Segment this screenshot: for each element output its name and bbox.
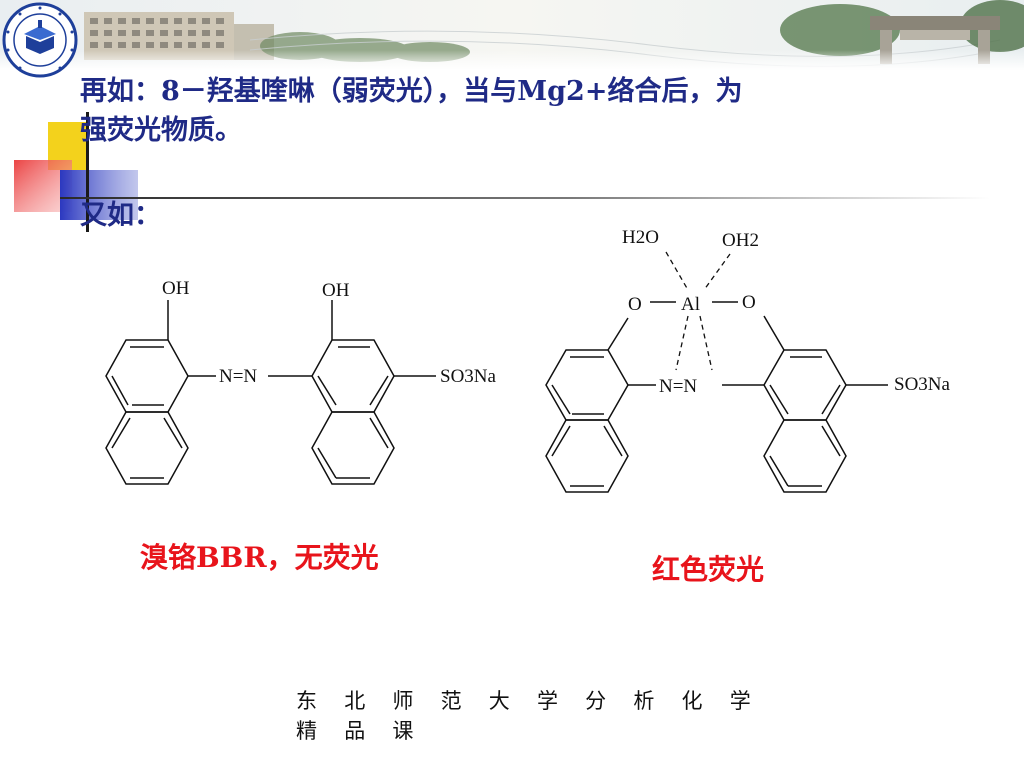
label-oh-2: OH: [322, 280, 350, 301]
title-line-1: 再如：8－羟基喹啉（弱荧光），当与Mg2+络合后，为: [80, 76, 743, 107]
label-al: Al: [681, 294, 700, 315]
label-o-left: O: [628, 294, 642, 315]
university-seal-icon: [2, 2, 78, 78]
lead-text: 又如：: [80, 200, 161, 231]
footer-line-2: 精品课: [296, 716, 796, 746]
label-azo-left: N=N: [219, 366, 257, 387]
footer-line-1: 东北师范大学分析化学: [296, 686, 796, 716]
label-azo-right: N=N: [659, 376, 697, 397]
label-oh2: OH2: [722, 230, 759, 251]
label-oh-1: OH: [162, 278, 190, 299]
footer-char: 品: [344, 719, 366, 743]
label-h2o: H2O: [622, 227, 659, 248]
label-so3na-right: SO3Na: [894, 374, 951, 395]
footer: 东 北 师 范 大 学 分 析 化 学 精 品 课: [296, 686, 796, 746]
decorative-squares: [14, 112, 138, 232]
footer-char: 范: [440, 689, 462, 713]
footer-char: 分: [585, 689, 607, 713]
ring-right-b-lower: [763, 419, 847, 493]
divider-line: [60, 197, 990, 199]
building-left: [84, 12, 274, 60]
footer-char: 师: [392, 689, 414, 713]
label-so3na-left: SO3Na: [440, 366, 497, 387]
footer-char: 大: [488, 689, 510, 713]
chemical-structures: OH OH N=N SO3Na H2O OH2 O Al O N=N SO3Na: [105, 227, 951, 493]
footer-char: 学: [729, 689, 751, 713]
caption-right: 红色荧光: [652, 553, 765, 586]
coordination-bonds: [665, 251, 731, 371]
footer-char: 学: [536, 689, 558, 713]
header-banner: [0, 0, 1024, 70]
ring-right-a-lower: [545, 419, 629, 493]
campus-gate: [780, 0, 1024, 64]
footer-char: 化: [681, 689, 703, 713]
slide-title: 再如：8－羟基喹啉（弱荧光），当与Mg2+络合后，为 强荧光物质。: [80, 72, 940, 150]
label-o-right: O: [742, 292, 756, 313]
footer-char: 课: [392, 719, 414, 743]
ring-right-b-upper: [763, 349, 847, 421]
footer-char: 北: [344, 689, 366, 713]
title-line-2: 强荧光物质。: [80, 115, 242, 146]
ring-mid-upper: [311, 339, 395, 413]
caption-left: 溴铬BBR，无荧光: [140, 541, 379, 574]
footer-char: 东: [296, 689, 317, 713]
footer-char: 析: [633, 689, 655, 713]
ring-mid-lower: [311, 411, 395, 485]
ring-right-a-upper: [545, 349, 629, 421]
ring-left-lower: [105, 411, 189, 485]
footer-char: 精: [296, 719, 317, 743]
ring-left-upper: [105, 339, 189, 413]
